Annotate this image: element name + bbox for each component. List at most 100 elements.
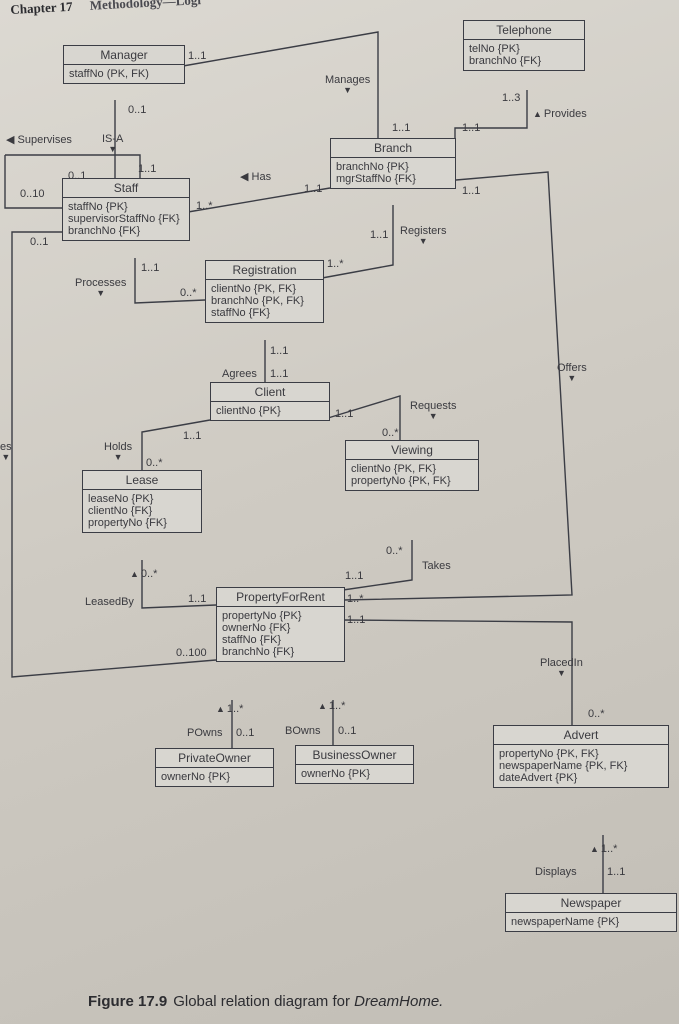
mult-staff-2: 1..1: [138, 163, 157, 175]
takes-label: Takes: [422, 560, 451, 572]
supervises-label: ◀ Supervises: [6, 134, 72, 146]
viewing-entity: Viewing clientNo {PK, FK} propertyNo {PK…: [345, 440, 479, 491]
client-attrs: clientNo {PK}: [216, 405, 281, 417]
telephone-title: Telephone: [464, 21, 584, 40]
newspaper-title: Newspaper: [506, 894, 676, 913]
mult-processes-2: 0..*: [180, 287, 197, 299]
mult-pfr-3: 1..1: [347, 614, 366, 626]
businessowner-attrs: ownerNo {PK}: [301, 768, 371, 780]
lease-title: Lease: [83, 471, 201, 490]
advert-attrs: propertyNo {PK, FK} newspaperName {PK, F…: [499, 748, 628, 784]
takes-line: [342, 540, 413, 591]
holds-line: [141, 419, 211, 470]
mult-holds: 0..*: [146, 457, 163, 469]
placedin-line: [342, 619, 573, 725]
processes-label: Processes: [75, 277, 126, 298]
registration-attrs: clientNo {PK, FK} branchNo {PK, FK} staf…: [211, 283, 304, 319]
staff-title: Staff: [63, 179, 189, 198]
manages-label: Manages: [325, 74, 370, 95]
manager-title: Manager: [64, 46, 184, 65]
processes-line: [134, 258, 206, 304]
powns-label: POwns: [187, 727, 223, 739]
mult-manager-2: 0..1: [128, 104, 147, 116]
mult-bowns-2: 0..1: [338, 725, 357, 737]
agrees-label: Agrees: [222, 368, 257, 380]
businessowner-title: BusinessOwner: [296, 746, 413, 765]
figure-text: Global relation diagram for: [173, 993, 355, 1010]
isa-label: IS-A: [102, 133, 123, 154]
bowns-label: BOwns: [285, 725, 321, 737]
mult-manager-1: 1..1: [188, 50, 207, 62]
newspaper-entity: Newspaper newspaperName {PK}: [505, 893, 677, 932]
manager-entity: Manager staffNo (PK, FK): [63, 45, 185, 84]
offers-label: Offers: [557, 362, 587, 383]
viewing-title: Viewing: [346, 441, 478, 460]
mult-branch-4: 1..1: [462, 185, 481, 197]
mult-agrees-1: 1..1: [270, 345, 289, 357]
client-entity: Client clientNo {PK}: [210, 382, 330, 421]
mult-registration-2: 1..1: [370, 229, 389, 241]
supervises-text: Supervises: [17, 134, 72, 146]
mult-branch-2: 1..1: [462, 122, 481, 134]
propertyforrent-title: PropertyForRent: [217, 588, 344, 607]
cut-off-label: es: [0, 441, 12, 462]
mult-placedin: 0..*: [588, 708, 605, 720]
mult-powns-1: 1..*: [216, 703, 244, 715]
mult-staff-3: 0..10: [20, 188, 45, 200]
mult-displays-2: 1..1: [607, 866, 626, 878]
mult-branch-1: 1..1: [392, 122, 411, 134]
branch-entity: Branch branchNo {PK} mgrStaffNo {FK}: [330, 138, 456, 189]
figure-number: Figure 17.9: [88, 993, 168, 1010]
mult-staff-4: 0..1: [30, 236, 49, 248]
registers-line: [321, 205, 394, 279]
mult-requests-1: 1..1: [335, 408, 354, 420]
privateowner-entity: PrivateOwner ownerNo {PK}: [155, 748, 274, 787]
telephone-attrs: telNo {PK} branchNo {FK}: [469, 43, 542, 67]
placedin-label: PlacedIn: [540, 657, 583, 678]
branch-attrs: branchNo {PK} mgrStaffNo {FK}: [336, 161, 416, 185]
has-label: ◀ Has: [240, 171, 272, 183]
lease-attrs: leaseNo {PK} clientNo {FK} propertyNo {F…: [88, 493, 167, 529]
mult-pfr-4: 0..100: [176, 647, 207, 659]
mult-pfr-1: 1..1: [188, 593, 207, 605]
requests-line: [327, 395, 401, 440]
mult-requests-2: 0..*: [382, 427, 399, 439]
registration-entity: Registration clientNo {PK, FK} branchNo …: [205, 260, 324, 323]
figure-caption: Figure 17.9 Global relation diagram for D…: [88, 993, 443, 1010]
telephone-entity: Telephone telNo {PK} branchNo {FK}: [463, 20, 585, 71]
mult-takes-2: 1..1: [345, 570, 364, 582]
mult-client: 1..1: [183, 430, 202, 442]
staff-entity: Staff staffNo {PK} supervisorStaffNo {FK…: [62, 178, 190, 241]
mult-takes-1: 0..*: [386, 545, 403, 557]
leasedby-label: LeasedBy: [85, 596, 134, 608]
has-line: [187, 187, 331, 213]
mult-powns-2: 0..1: [236, 727, 255, 739]
mult-bowns-1: 1..*: [318, 700, 346, 712]
advert-entity: Advert propertyNo {PK, FK} newspaperName…: [493, 725, 669, 788]
branch-title: Branch: [331, 139, 455, 158]
manages-line: [182, 31, 379, 140]
mult-branch-3: 1..1: [304, 183, 323, 195]
advert-title: Advert: [494, 726, 668, 745]
provides-label: Provides: [533, 108, 587, 120]
registers-label: Registers: [400, 225, 446, 246]
holds-label: Holds: [104, 441, 132, 462]
supervises-line-a: [4, 155, 62, 209]
requests-label: Requests: [410, 400, 456, 421]
figure-system: DreamHome.: [354, 993, 444, 1010]
privateowner-attrs: ownerNo {PK}: [161, 771, 231, 783]
registration-title: Registration: [206, 261, 323, 280]
mult-agrees-2: 1..1: [270, 368, 289, 380]
client-title: Client: [211, 383, 329, 402]
privateowner-title: PrivateOwner: [156, 749, 273, 768]
mult-has: 1..*: [196, 200, 213, 212]
propertyforrent-entity: PropertyForRent propertyNo {PK} ownerNo …: [216, 587, 345, 662]
mult-telephone: 1..3: [502, 92, 521, 104]
has-text: Has: [251, 171, 272, 183]
offers-line: [342, 171, 573, 601]
mult-pfr-2: 1..*: [347, 593, 364, 605]
provides-line: [454, 90, 528, 140]
mult-registration-1: 1..*: [327, 258, 344, 270]
